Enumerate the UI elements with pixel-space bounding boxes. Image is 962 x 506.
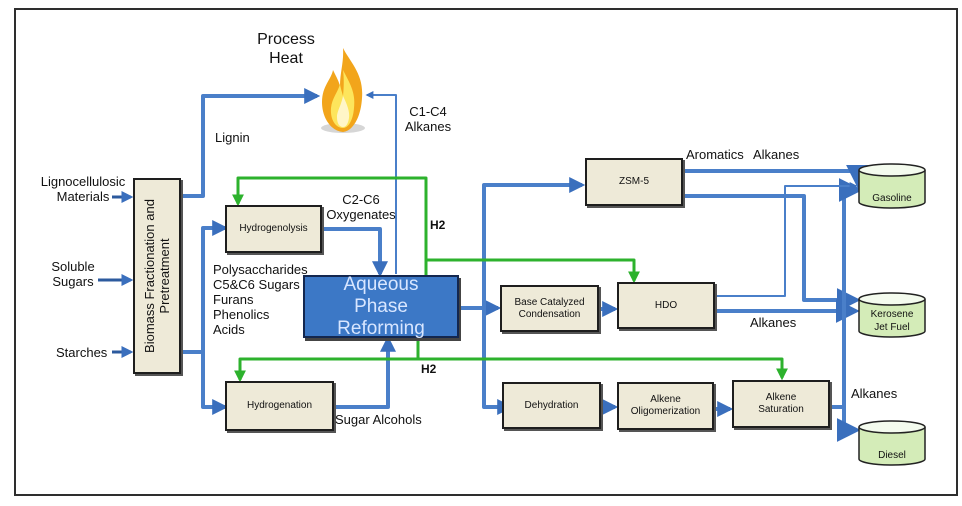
alkanes-bottom-label: Alkanes bbox=[851, 386, 898, 401]
alkanes-mid-label: Alkanes bbox=[750, 315, 797, 330]
input-starches: Starches bbox=[56, 345, 108, 360]
diesel-cylinder-icon bbox=[858, 420, 926, 466]
arrow-saturation-gasoline bbox=[830, 178, 863, 409]
h2-top-label: H2 bbox=[430, 218, 446, 232]
arrow-zsm5-kerosene bbox=[683, 194, 861, 312]
zsm5-box: ZSM-5 bbox=[585, 158, 683, 206]
dehydration-box: Dehydration bbox=[502, 382, 601, 429]
arrow-h2-saturation bbox=[418, 357, 788, 381]
input-arrows bbox=[98, 191, 134, 358]
arrow-apr-dehydration bbox=[482, 308, 514, 415]
alkene-oligomerization-box: Alkene Oligomerization bbox=[617, 382, 714, 430]
arrow-zsm5-gasoline bbox=[683, 164, 870, 189]
arrow-bft-hydrogenolysis bbox=[183, 220, 229, 354]
base-condensation-box: Base Catalyzed Condensation bbox=[500, 285, 599, 332]
h2-bottom-label: H2 bbox=[421, 362, 437, 376]
kerosene-tank: Kerosene Jet Fuel bbox=[857, 292, 927, 338]
alkene-saturation-box: Alkene Saturation bbox=[732, 380, 830, 428]
hydrogenation-box: Hydrogenation bbox=[225, 381, 334, 431]
intermediates-list: Polysaccharides C5&C6 Sugars Furans Phen… bbox=[213, 262, 308, 337]
hydrogenolysis-box: Hydrogenolysis bbox=[225, 205, 322, 253]
gasoline-cylinder-icon bbox=[858, 163, 926, 209]
aromatics-label: Aromatics bbox=[686, 147, 744, 162]
diesel-label: Diesel bbox=[878, 450, 906, 461]
biomass-fractionation-box: Biomass Fractionation and Pretreatment bbox=[133, 178, 181, 374]
arrow-c1c4-heat bbox=[365, 91, 397, 274]
aqueous-phase-reforming-box: Aqueous Phase Reforming bbox=[303, 274, 459, 339]
arrow-apr-zsm5 bbox=[478, 177, 586, 310]
gasoline-label: Gasoline bbox=[872, 193, 912, 204]
sugar-alcohols-label: Sugar Alcohols bbox=[335, 412, 422, 427]
arrow-hydrogenolysis-apr bbox=[322, 227, 388, 278]
biomass-fractionation-label: Biomass Fractionation and Pretreatment bbox=[142, 199, 172, 353]
kerosene-cylinder-icon bbox=[858, 292, 926, 338]
alkanes-top-label: Alkanes bbox=[753, 147, 800, 162]
arrow-h2-hydrogenolysis bbox=[232, 176, 428, 279]
flame-icon bbox=[321, 48, 365, 133]
arrow-lignin-heat bbox=[183, 88, 321, 198]
arrow-hdo-gasoline bbox=[715, 182, 858, 297]
diagram-frame bbox=[14, 8, 958, 496]
diesel-tank: Diesel bbox=[857, 420, 927, 466]
arrow-saturation-diesel bbox=[836, 407, 861, 442]
jet-fuel-label: Jet Fuel bbox=[874, 322, 910, 333]
hdo-box: HDO bbox=[617, 282, 715, 329]
arrow-h2-hdo bbox=[426, 258, 640, 284]
lignin-label: Lignin bbox=[215, 130, 250, 145]
arrow-h2-hydrogenation bbox=[234, 339, 420, 383]
gasoline-tank: Gasoline bbox=[857, 163, 927, 209]
arrow-hydrogenation-apr bbox=[334, 335, 396, 409]
arrow-bft-hydrogenation bbox=[201, 352, 229, 415]
kerosene-label: Kerosene bbox=[870, 309, 914, 320]
